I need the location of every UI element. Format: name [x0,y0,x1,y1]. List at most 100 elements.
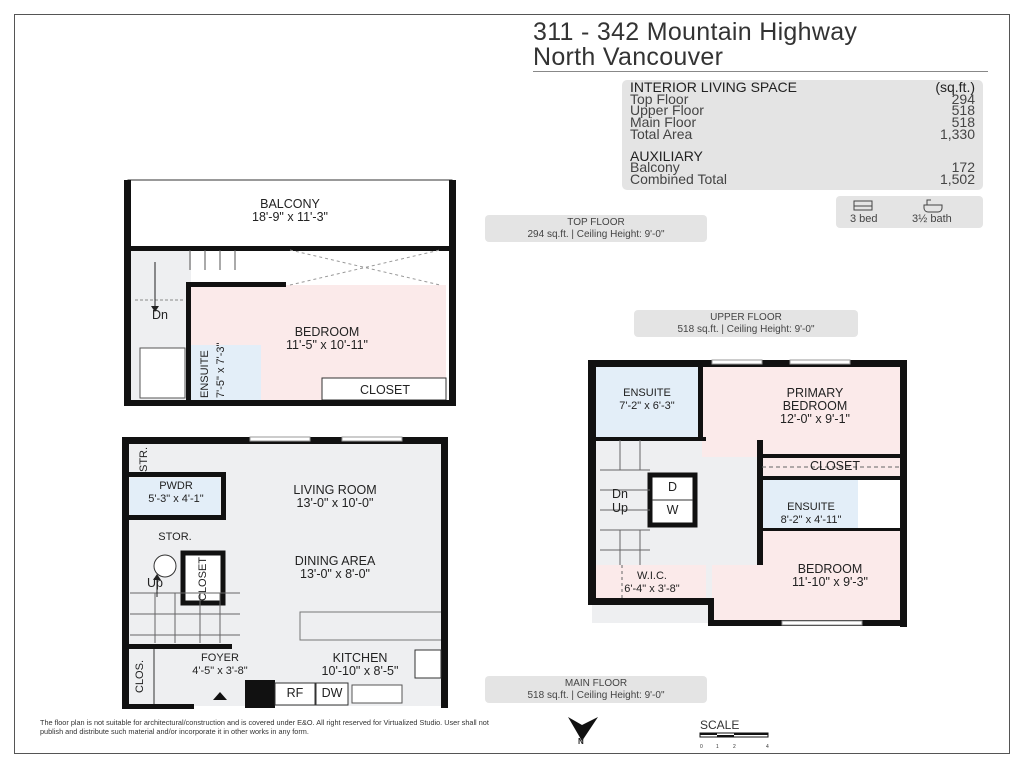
room-name: ENSUITE [199,350,211,398]
room-name: PWDR [159,480,193,492]
closet-area [762,458,900,476]
main-floor-plan [122,436,448,709]
area-label: Main Floor [630,114,697,131]
wall [708,598,714,625]
stove [414,649,442,679]
scale-tick: 0 [700,744,703,750]
wall [596,437,706,441]
wall [449,180,456,405]
top-ensuite-label: ENSUITE [199,350,212,398]
water-heater [153,554,177,578]
entry-arrow [213,692,227,700]
bed-count: 3 bed [850,213,878,225]
area-value: 294 [951,90,975,107]
disclaimer: The floor plan is not suitable for archi… [40,718,489,736]
room-dimension: 10'-10" x 8'-5" [321,664,399,678]
kitchen-island [299,611,445,641]
closet-box [180,550,226,606]
bedroom-area [762,530,902,622]
shower [858,480,900,530]
bathtub-icon [923,199,943,213]
dryer-label: D [667,480,678,494]
bed-bath-summary: 3 bed 3½ bath [836,196,983,228]
floor-detail: 294 sq.ft. | Ceiling Height: 9'-0" [527,229,665,240]
window [341,436,403,442]
room-name: BEDROOM [782,399,848,413]
window [789,359,851,365]
page-frame [14,14,1010,754]
scale-tick: 2 [733,744,736,750]
area-label: Balcony [630,159,680,176]
wall [124,400,456,406]
wall [588,362,596,602]
floor-detail: 518 sq.ft. | Ceiling Height: 9'-0" [527,690,665,701]
room-dimension: 13'-0" x 8'-0" [300,567,370,581]
room-name: BEDROOM [797,562,863,576]
scale-tick: 1 [716,744,719,750]
area-value: 518 [951,114,975,131]
closet-label: CLOSET [809,459,860,473]
balcony-area [127,179,453,251]
wall [757,476,902,480]
floor-name: MAIN FLOOR [564,678,628,689]
floor-name: TOP FLOOR [567,217,625,228]
area-value: 518 [951,102,975,119]
address-line: 311 - 342 Mountain Highway [533,18,858,46]
storage-label: STR. [138,446,150,472]
title-divider [533,71,988,72]
wall [441,438,448,708]
stairs-up-label: Up [147,576,163,590]
area-value: 1,330 [939,125,975,142]
wall [122,438,129,708]
north-label: N [578,737,584,746]
auxiliary-heading: AUXILIARY [630,147,703,164]
wall [757,454,902,458]
city-line: North Vancouver [533,43,724,71]
scale-label: SCALE [700,718,740,732]
room-dimension: 7'-2" x 6'-3" [619,400,675,412]
window [249,436,311,442]
property-address: 311 - 342 Mountain Highway North Vancouv… [533,20,857,70]
wall [221,472,226,520]
shower [139,347,186,399]
wic-area [596,565,706,598]
wall [124,180,131,405]
top-ensuite-dimension: 7'-5" x 7'-3" [215,343,228,398]
wall [122,704,194,709]
closet-label: CLOSET [197,556,209,601]
fridge [274,682,316,706]
area-label: Total Area [630,125,693,142]
scale-tick: 4 [766,744,769,750]
wall [126,515,226,520]
wall [757,440,763,565]
window [711,359,763,365]
room-name: KITCHEN [332,651,388,665]
primary-bedroom-area [702,367,900,457]
ensuite-area [191,345,261,400]
unit-label: (sq.ft.) [935,79,975,95]
room-dimension: 13'-0" x 10'-0" [296,496,374,510]
wall [698,365,703,440]
top-closet-label: CLOSET [359,383,410,397]
interior-heading: INTERIOR LIVING SPACE [630,79,797,95]
washer-label: W [666,503,679,517]
wall [757,528,902,531]
upper-floor-plan [588,359,907,627]
window [781,620,863,626]
closet-label: CLOS. [134,659,146,693]
floor-name: UPPER FLOOR [710,312,782,323]
room-dimension: 12'-0" x 9'-1" [780,412,850,426]
room-dimension: 18'-9" x 11'-3" [252,210,328,224]
